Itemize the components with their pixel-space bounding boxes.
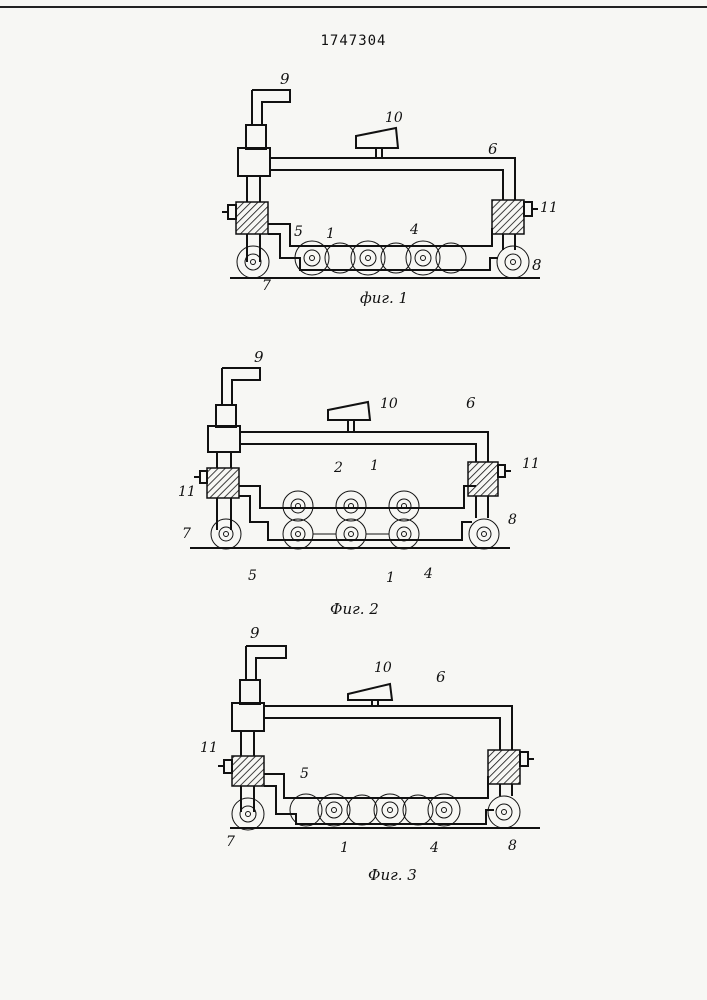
figure-1: 9 10 6 11 5 1 4 7 8 фиг. 1	[222, 70, 558, 307]
fig2-label-6: 6	[466, 394, 476, 412]
fig2-label-8: 8	[508, 512, 517, 528]
fig1-label-4: 4	[409, 222, 419, 238]
fig3-label-7: 7	[226, 834, 235, 850]
fig2-label-7: 7	[182, 526, 191, 542]
fig3-label-6: 6	[436, 668, 446, 686]
fig2-caption: Фиг. 2	[330, 600, 379, 618]
figure-3: 9 10 6 11 5 7 1 4 8 Фиг. 3	[200, 624, 540, 884]
fig1-label-9: 9	[280, 70, 290, 88]
fig1-caption: фиг. 1	[360, 289, 408, 307]
fig3-label-10: 10	[374, 660, 392, 676]
fig2-label-1-lower: 1	[386, 570, 395, 586]
fig2-label-4: 4	[423, 566, 433, 582]
fig2-label-10: 10	[380, 396, 398, 412]
fig1-label-10: 10	[385, 110, 403, 126]
fig2-label-11-left: 11	[178, 484, 196, 500]
fig3-label-8: 8	[508, 838, 517, 854]
fig3-label-9: 9	[250, 624, 260, 642]
fig1-label-6: 6	[488, 140, 498, 158]
fig3-label-4: 4	[429, 840, 439, 856]
fig2-label-2: 2	[333, 460, 343, 476]
fig1-label-11: 11	[540, 200, 558, 216]
fig3-caption: Фиг. 3	[368, 866, 417, 884]
fig1-label-8: 8	[532, 256, 542, 274]
fig3-label-11: 11	[200, 740, 218, 756]
fig3-label-1: 1	[340, 840, 349, 856]
fig1-label-1: 1	[326, 226, 335, 242]
fig2-label-5: 5	[248, 568, 257, 584]
fig2-label-9: 9	[254, 348, 264, 366]
fig2-label-11-right: 11	[522, 456, 540, 472]
fig1-label-7: 7	[262, 278, 271, 294]
fig2-label-1-upper: 1	[370, 458, 379, 474]
fig3-label-5: 5	[300, 766, 309, 782]
figure-2: 9 10 6 11 11 2 1 7 8 5 1 4 Фиг. 2	[178, 348, 540, 618]
fig1-label-5: 5	[294, 224, 303, 240]
